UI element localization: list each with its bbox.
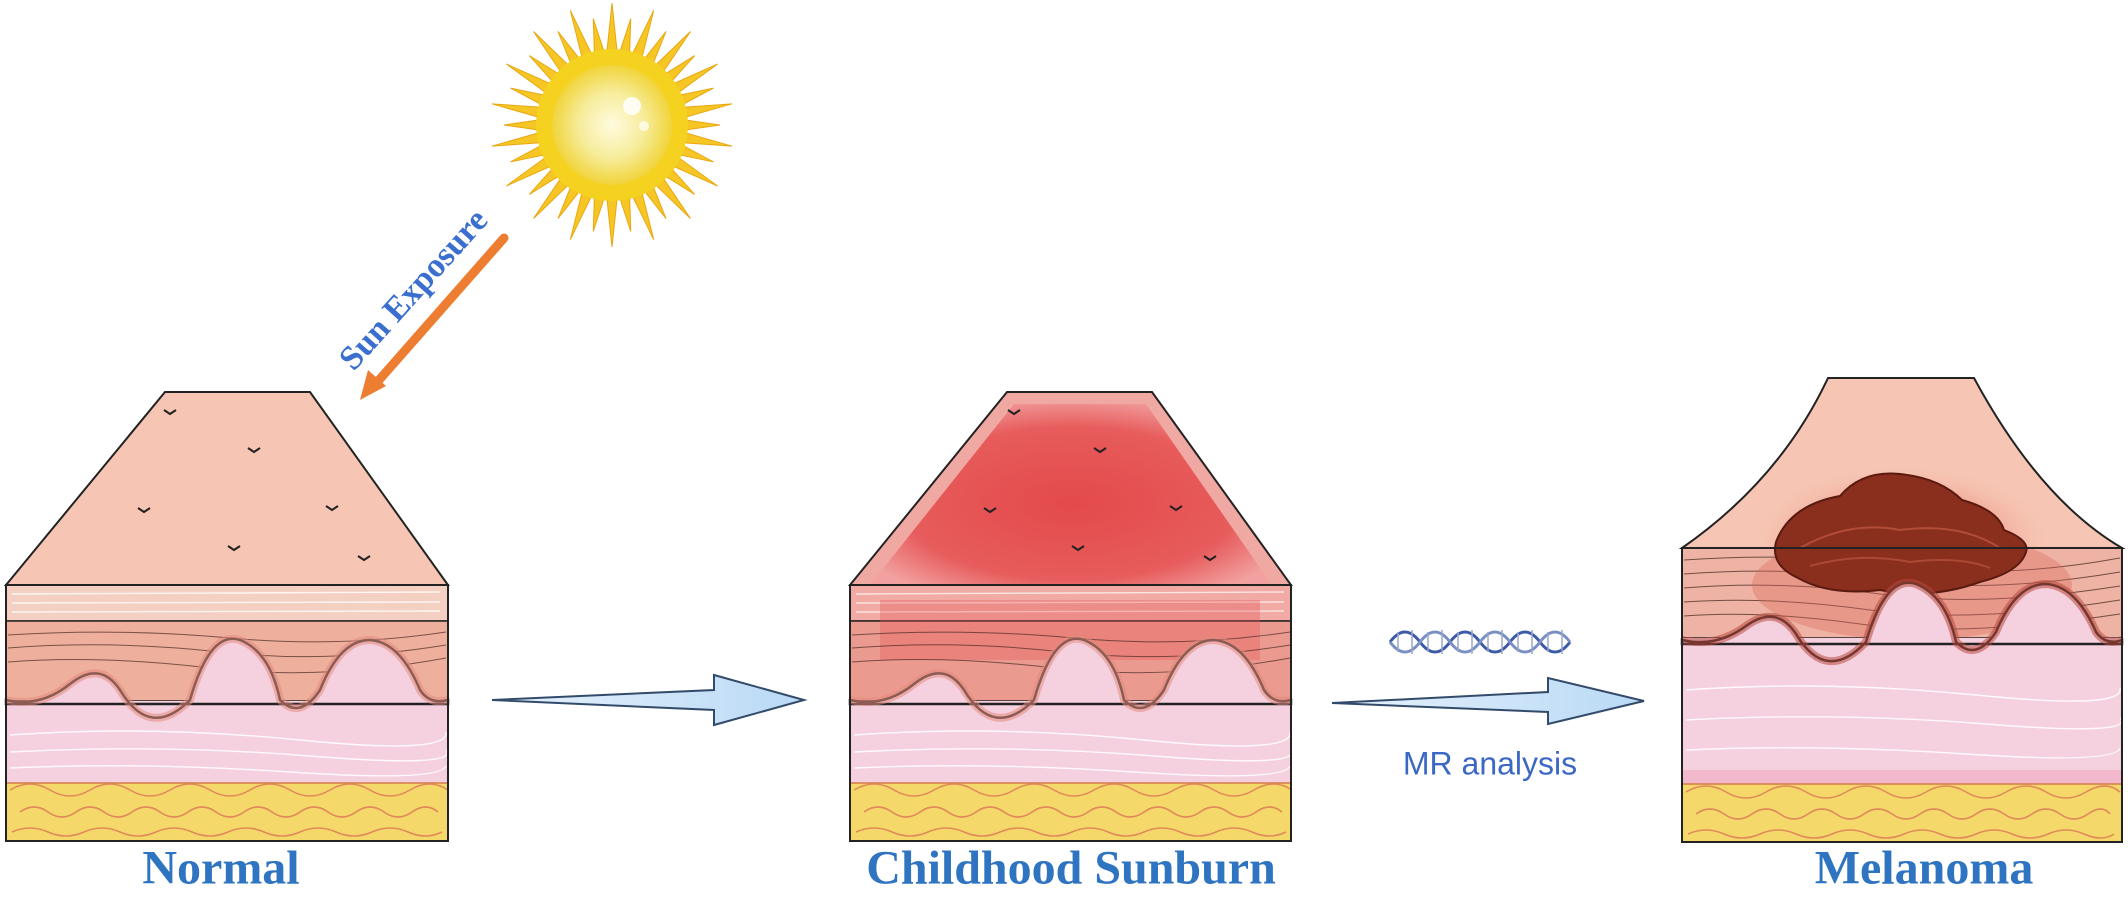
normal-dermis (6, 701, 448, 783)
sun-ray (605, 2, 619, 56)
dna-icon (1388, 630, 1572, 654)
sun-ray (605, 194, 619, 248)
sun-exposure-arrow (360, 233, 509, 400)
sun-icon (491, 2, 733, 248)
stage-title-childhood-sunburn: Childhood Sunburn (866, 841, 1276, 895)
sunburn-skin-block (847, 391, 1293, 842)
melanoma-lesion (1774, 472, 2028, 595)
normal-skin-surface (3, 391, 450, 586)
stage-title-normal: Normal (142, 841, 300, 895)
stage-title-melanoma: Melanoma (1814, 841, 2034, 895)
sun-ray (679, 103, 733, 119)
sunburn-pores (983, 409, 1217, 562)
normal-pores (137, 409, 371, 562)
melanoma-skin-block (1678, 377, 2126, 843)
normal-skin-block (3, 391, 450, 842)
progression-arrow-2 (1331, 676, 1645, 726)
sun-ray (491, 131, 545, 147)
sun-ray (491, 103, 545, 119)
sun-ray (679, 131, 733, 147)
progression-arrow-1 (491, 673, 808, 727)
mr-analysis-label: MR analysis (1402, 745, 1578, 782)
